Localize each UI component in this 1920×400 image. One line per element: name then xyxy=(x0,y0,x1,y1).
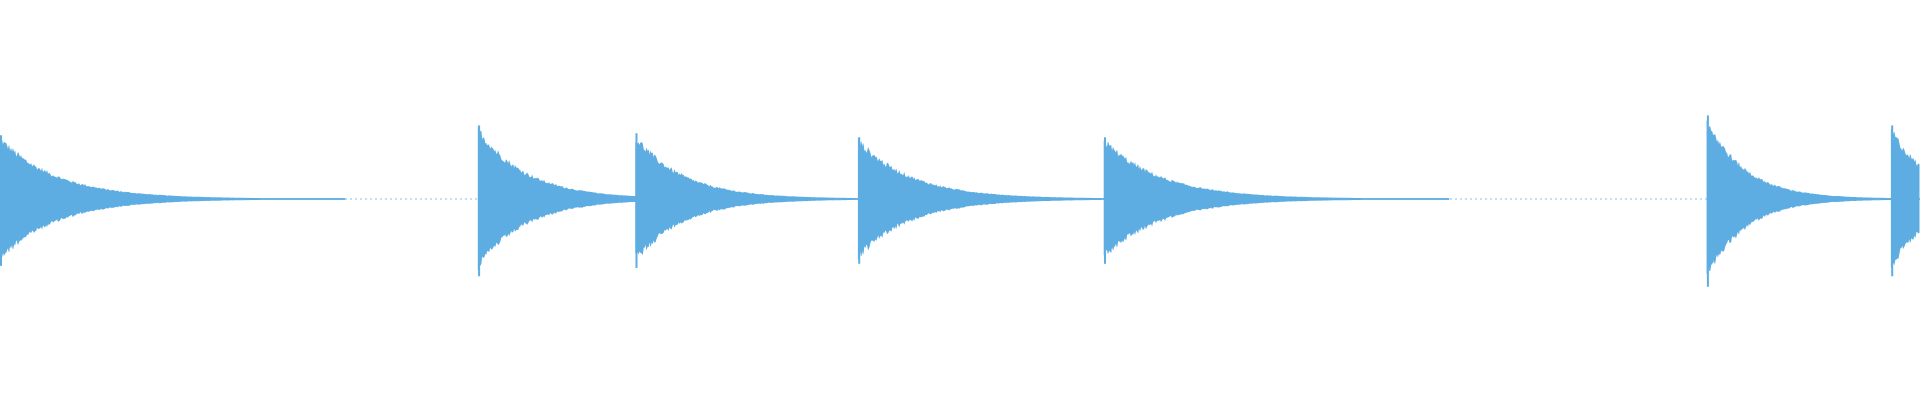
waveform-burst xyxy=(1706,120,1920,274)
waveform-burst xyxy=(1103,140,1450,256)
waveform-bursts xyxy=(0,115,1920,287)
waveform-burst xyxy=(1890,129,1920,268)
waveform-burst xyxy=(0,138,346,259)
